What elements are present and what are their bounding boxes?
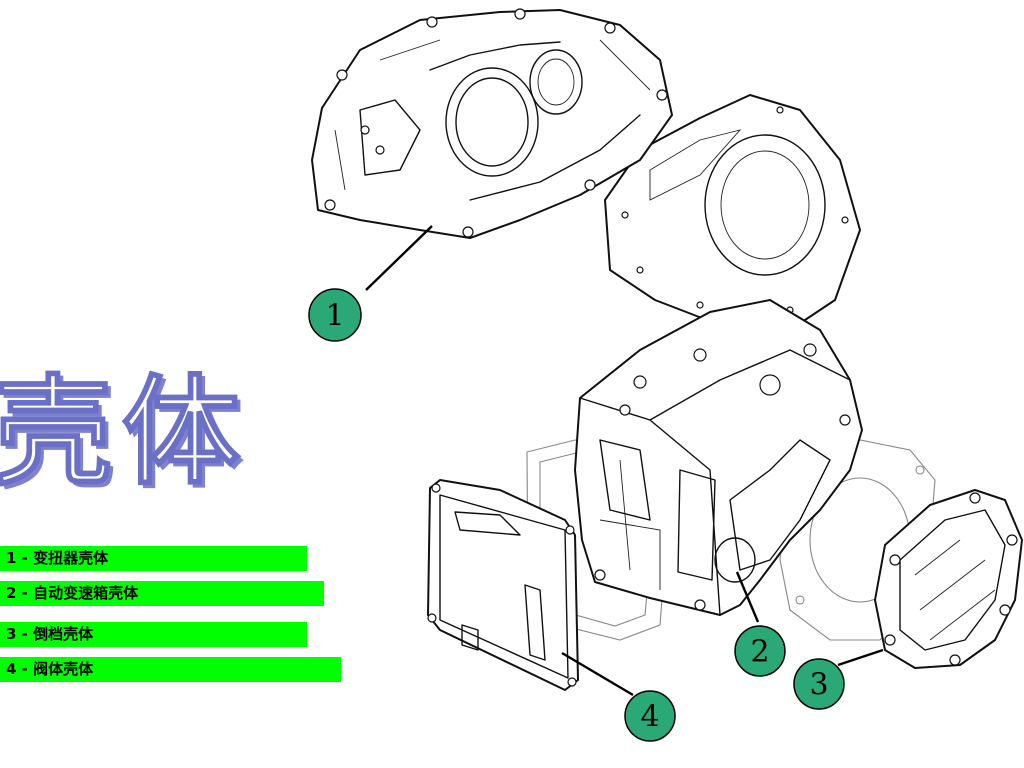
legend-label: 阀体壳体 [33,660,94,678]
callout-3: 3 [793,658,845,710]
gearbox-housing [574,299,863,616]
legend-separator: - [16,660,34,678]
callout-number: 4 [640,700,659,735]
callout-number: 3 [809,668,828,703]
page-title: 壳体 [0,363,251,501]
torque-converter-housing [311,8,673,239]
legend-number: 4 [6,660,17,678]
housing-gasket [604,94,861,331]
reverse-housing [874,489,1023,669]
callout-1: 1 [308,288,362,342]
legend-label: 自动变速箱壳体 [33,584,139,602]
callout-leader-3 [837,648,884,667]
legend-item: 2 - 自动变速箱壳体 [0,581,324,606]
legend-number: 3 [6,625,17,643]
legend-separator: - [16,584,34,602]
legend-item: 4 - 阀体壳体 [0,657,341,682]
legend-separator: - [16,625,34,643]
callout-number: 1 [325,299,344,334]
callout-leader-2 [735,571,760,623]
callout-leader-1 [365,225,433,291]
callout-leader-4 [561,651,634,697]
valve-body-cover [427,479,579,691]
legend-label: 倒档壳体 [33,625,94,643]
legend-item: 3 - 倒档壳体 [0,622,307,647]
legend-number: 1 [6,549,17,567]
legend-item: 1 - 变扭器壳体 [0,546,307,571]
callout-number: 2 [750,635,769,670]
legend-label: 变扭器壳体 [33,549,109,567]
legend-separator: - [16,549,34,567]
callout-2: 2 [734,625,786,677]
callout-4: 4 [624,690,676,742]
legend-number: 2 [6,584,17,602]
